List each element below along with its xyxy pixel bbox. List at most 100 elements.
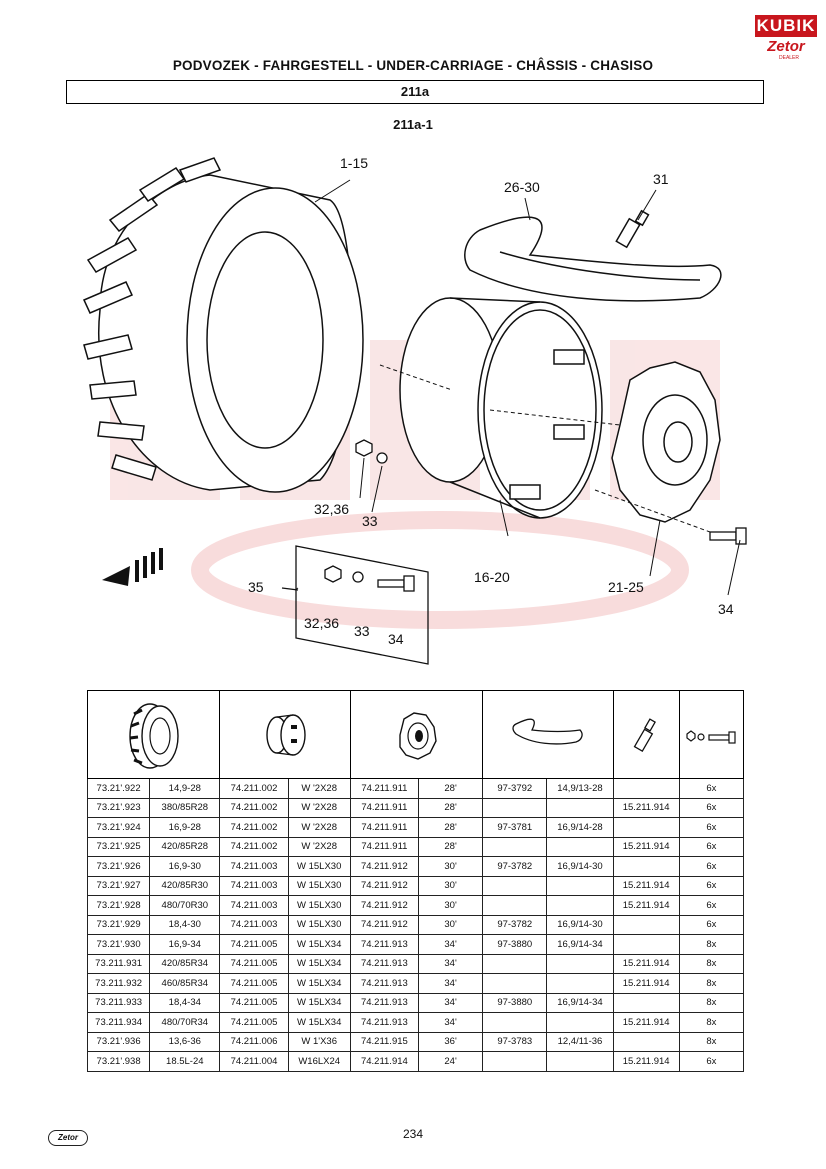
table-cell: 74.211.912 bbox=[349, 895, 419, 916]
page-title: PODVOZEK - FAHRGESTELL - UNDER-CARRIAGE … bbox=[172, 58, 654, 73]
table-cell: W 15LX30 bbox=[287, 914, 351, 935]
table-cell: 420/85R34 bbox=[149, 953, 221, 974]
table-cell: 18,4-30 bbox=[149, 914, 221, 935]
table-cell: 74.211.915 bbox=[349, 1031, 419, 1052]
table-cell: 15.211.914 bbox=[612, 836, 680, 857]
table-cell: W 15LX34 bbox=[287, 1012, 351, 1033]
table-cell bbox=[612, 778, 680, 799]
callout-set-nut: 32,36 bbox=[304, 615, 339, 631]
table-cell: 6x bbox=[678, 778, 745, 799]
tyre-drawing bbox=[82, 157, 364, 493]
table-cell: 74.211.912 bbox=[349, 914, 419, 935]
table-cell: 74.211.911 bbox=[349, 778, 419, 799]
table-cell: 15.211.914 bbox=[612, 875, 680, 896]
table-cell: 6x bbox=[678, 836, 745, 857]
table-cell bbox=[612, 1031, 680, 1052]
table-cell: 73.21'.927 bbox=[86, 875, 151, 896]
rim-icon bbox=[266, 713, 306, 756]
table-cell: 16,9-30 bbox=[149, 856, 221, 877]
table-cell: 73.21'.923 bbox=[86, 797, 151, 818]
table-cell: 74.211.003 bbox=[219, 895, 289, 916]
table-cell: 460/85R34 bbox=[149, 973, 221, 994]
table-cell: 12,4/11-36 bbox=[546, 1031, 614, 1052]
table-cell bbox=[546, 973, 614, 994]
table-cell: 6x bbox=[678, 1051, 745, 1072]
callout-valve: 31 bbox=[653, 171, 669, 187]
table-cell: 6x bbox=[678, 797, 745, 818]
page-number: 234 bbox=[402, 1127, 424, 1141]
zetor-footer-badge: Zetor bbox=[48, 1130, 88, 1146]
table-cell: 8x bbox=[678, 1031, 745, 1052]
table-cell: 74.211.912 bbox=[349, 875, 419, 896]
valve-column-header bbox=[612, 690, 680, 779]
table-cell: W '2X28 bbox=[287, 778, 351, 799]
tyre-column-header bbox=[86, 690, 221, 779]
table-cell: 18.5L-24 bbox=[149, 1051, 221, 1072]
table-cell: W 15LX30 bbox=[287, 875, 351, 896]
table-cell: W 15LX34 bbox=[287, 992, 351, 1013]
table-cell: 97-3880 bbox=[482, 934, 548, 955]
table-cell: 74.211.004 bbox=[219, 1051, 289, 1072]
table-cell: W '2X28 bbox=[287, 836, 351, 857]
table-cell: 34' bbox=[417, 953, 484, 974]
table-cell: 8x bbox=[678, 1012, 745, 1033]
table-cell bbox=[482, 836, 548, 857]
section-code-box: 211a bbox=[66, 80, 764, 104]
table-cell: 97-3782 bbox=[482, 914, 548, 935]
table-cell: 74.211.005 bbox=[219, 992, 289, 1013]
table-cell: 28' bbox=[417, 836, 484, 857]
callout-washer: 33 bbox=[362, 513, 378, 529]
table-cell: 74.211.005 bbox=[219, 934, 289, 955]
table-cell: 73.211.933 bbox=[86, 992, 151, 1013]
table-cell: 73.21'.938 bbox=[86, 1051, 151, 1072]
tyre-icon bbox=[128, 702, 179, 769]
table-cell: 73.21'.922 bbox=[86, 778, 151, 799]
logo-zetor-text: Zetor bbox=[767, 38, 805, 55]
logo-dealer-text: DEALER bbox=[779, 55, 800, 61]
table-cell: 8x bbox=[678, 973, 745, 994]
table-cell: 74.211.005 bbox=[219, 1012, 289, 1033]
rim-drawing bbox=[399, 297, 603, 519]
table-cell: 8x bbox=[678, 934, 745, 955]
table-cell: W 15LX34 bbox=[287, 934, 351, 955]
table-cell bbox=[612, 817, 680, 838]
table-cell: W16LX24 bbox=[287, 1051, 351, 1072]
table-cell bbox=[482, 973, 548, 994]
table-cell bbox=[612, 934, 680, 955]
table-cell: 16,9-34 bbox=[149, 934, 221, 955]
wheel-disc-drawing bbox=[611, 361, 721, 523]
table-cell: 73.21'.925 bbox=[86, 836, 151, 857]
table-cell: 97-3783 bbox=[482, 1031, 548, 1052]
table-cell: W '2X28 bbox=[287, 797, 351, 818]
table-cell: 15.211.914 bbox=[612, 973, 680, 994]
table-cell: 73.21'.928 bbox=[86, 895, 151, 916]
table-cell: 15.211.914 bbox=[612, 953, 680, 974]
table-cell bbox=[612, 856, 680, 877]
disc-column-header bbox=[349, 690, 484, 779]
table-cell bbox=[546, 895, 614, 916]
table-cell: 73.21'.936 bbox=[86, 1031, 151, 1052]
sub-section-code: 211a-1 bbox=[393, 117, 433, 132]
table-cell bbox=[546, 953, 614, 974]
table-cell bbox=[612, 914, 680, 935]
inner-tube-icon bbox=[512, 718, 583, 745]
table-cell: 74.211.002 bbox=[219, 836, 289, 857]
callout-disc: 21-25 bbox=[608, 579, 644, 595]
table-cell: 14,9/13-28 bbox=[546, 778, 614, 799]
callout-set-bolt: 34 bbox=[388, 631, 404, 647]
table-cell: 420/85R28 bbox=[149, 836, 221, 857]
logo-kubik-text: KUBIK bbox=[755, 15, 817, 37]
table-cell: 6x bbox=[678, 875, 745, 896]
table-cell: 480/70R30 bbox=[149, 895, 221, 916]
table-cell: 74.211.914 bbox=[349, 1051, 419, 1072]
direction-arrow-icon bbox=[102, 548, 163, 586]
table-cell: 74.211.912 bbox=[349, 856, 419, 877]
table-cell bbox=[482, 953, 548, 974]
